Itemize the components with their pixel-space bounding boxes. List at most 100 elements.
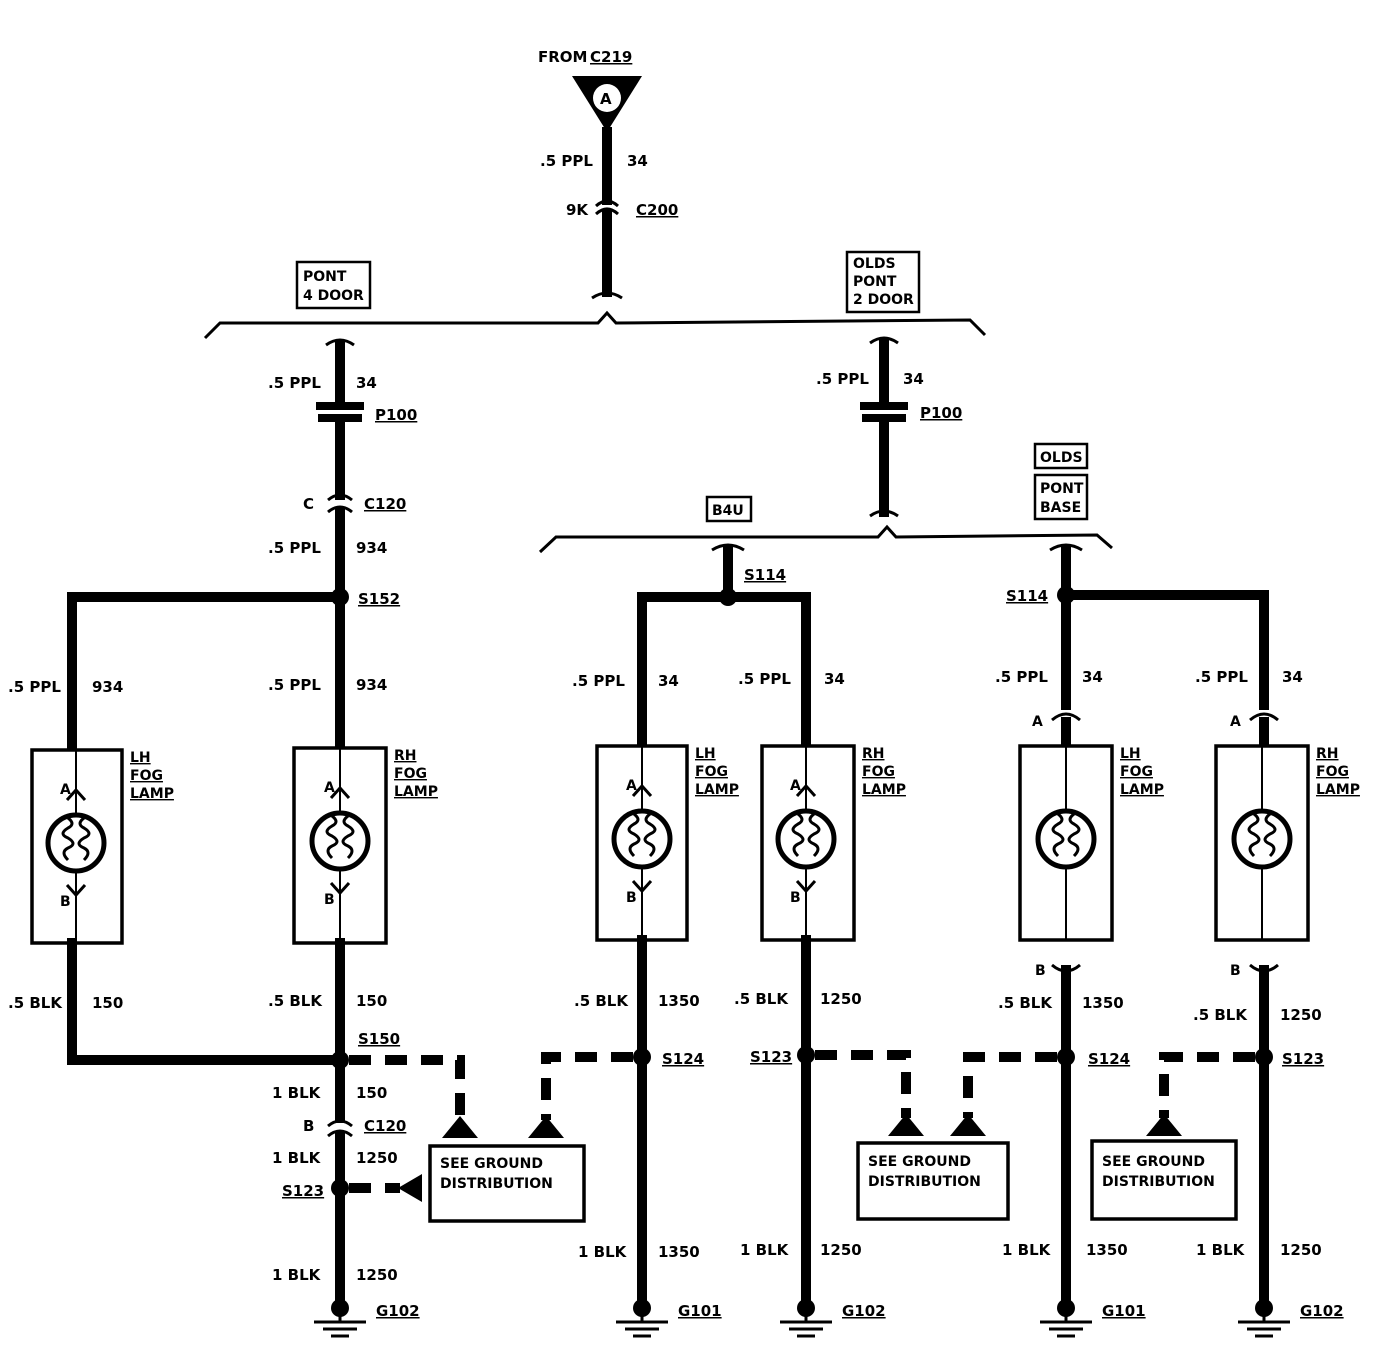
opt-right-2: PONT xyxy=(853,274,897,290)
wire-label-w7b: 34 xyxy=(824,670,845,688)
wire-label-g13b: 1250 xyxy=(1280,1241,1322,1259)
connector-pin-label: B xyxy=(1230,963,1241,979)
wire-label-g1b: 150 xyxy=(92,994,123,1012)
lamp-name-line: FOG xyxy=(394,766,427,782)
wire-label-g1a: .5 BLK xyxy=(8,994,63,1012)
s152-splice xyxy=(331,588,349,606)
wire-label-g11b: 1350 xyxy=(1086,1241,1128,1259)
pin-b-label: B xyxy=(324,892,335,908)
lamp-name-line: RH xyxy=(394,748,417,764)
s114-splice-olds xyxy=(1057,586,1075,604)
ground-label: G102 xyxy=(376,1302,420,1320)
wire-label-g6a: .5 BLK xyxy=(574,992,629,1010)
wire-label-w2a: .5 PPL xyxy=(268,539,321,557)
wire-label-g8a: .5 BLK xyxy=(734,990,789,1008)
wire-label-g10a: .5 BLK xyxy=(998,994,1053,1012)
s150-splice xyxy=(331,1051,349,1069)
lamp-name-line: LH xyxy=(695,746,716,762)
pin-b-label: B xyxy=(60,894,71,910)
wire-label-g10b: 1350 xyxy=(1082,994,1124,1012)
wire-label-g4b: 1250 xyxy=(356,1149,398,1167)
s123-splice-left xyxy=(331,1179,349,1197)
s124-splice-right xyxy=(1057,1048,1075,1066)
wire-label-s123c: S123 xyxy=(1282,1050,1324,1068)
ground-symbol-g102: G102 xyxy=(1238,1299,1344,1338)
s124-splice-mid xyxy=(633,1048,651,1066)
lamp-name-line: LAMP xyxy=(1120,782,1164,798)
wire-label-g5b: 1250 xyxy=(356,1266,398,1284)
pin-a-label: A xyxy=(324,780,335,796)
lamp-name-line: FOG xyxy=(1316,764,1349,780)
wire-label-w9a: .5 PPL xyxy=(1195,668,1248,686)
wire-label-g2a: .5 BLK xyxy=(268,992,323,1010)
wire-label-w9b: 34 xyxy=(1282,668,1303,686)
wire-label-w5b: 34 xyxy=(903,370,924,388)
wire-label-c120d: C120 xyxy=(364,1117,406,1135)
lamp-name-line: RH xyxy=(1316,746,1339,762)
source-connector-c219: FROM C219 A xyxy=(538,48,642,132)
feed-size: .5 PPL xyxy=(540,152,593,170)
wire-label-s150: S150 xyxy=(358,1030,400,1048)
ground-label: G102 xyxy=(842,1302,886,1320)
svg-text:DISTRIBUTION: DISTRIBUTION xyxy=(1102,1174,1215,1190)
pin-b-label: B xyxy=(790,890,801,906)
s114-splice-b4u xyxy=(719,588,737,606)
wire-label-w3a: .5 PPL xyxy=(8,678,61,696)
wire-label-w8b: 34 xyxy=(1082,668,1103,686)
wire-label-c120c: B xyxy=(303,1117,314,1135)
wire-label-s124b: S124 xyxy=(1088,1050,1130,1068)
opt-left-1: PONT xyxy=(303,269,347,285)
wire-label-g11a: 1 BLK xyxy=(1002,1241,1052,1259)
pin-a-label: A xyxy=(626,778,637,794)
svg-text:DISTRIBUTION: DISTRIBUTION xyxy=(440,1176,553,1192)
connector-pin-label: A xyxy=(1230,714,1241,730)
option-b4u: B4U xyxy=(705,495,753,523)
wire-label-w2b: 934 xyxy=(356,539,387,557)
wire-label-s123a: S123 xyxy=(282,1182,324,1200)
ground-symbol-g102: G102 xyxy=(780,1299,886,1338)
svg-text:SEE GROUND: SEE GROUND xyxy=(440,1156,543,1172)
lamp-name-line: LAMP xyxy=(862,782,906,798)
wire-label-w8a: .5 PPL xyxy=(995,668,1048,686)
ground-symbol-g101: G101 xyxy=(616,1299,722,1338)
wire-label-g3b: 150 xyxy=(356,1084,387,1102)
wire-label-g9a: 1 BLK xyxy=(740,1241,790,1259)
ground-distribution-box-2: SEE GROUND DISTRIBUTION xyxy=(856,1141,1010,1221)
wire-label-g5a: 1 BLK xyxy=(272,1266,322,1284)
svg-text:SEE GROUND: SEE GROUND xyxy=(1102,1154,1205,1170)
opt-right-1: OLDS xyxy=(853,256,896,272)
lamp-name-line: FOG xyxy=(695,764,728,780)
wire-label-w4b: 934 xyxy=(356,676,387,694)
opt-right-3: 2 DOOR xyxy=(853,292,914,308)
option-olds: OLDS xyxy=(1033,442,1089,470)
wire-label-s114a: S114 xyxy=(744,566,786,584)
wire-label-s152: S152 xyxy=(358,590,400,608)
wire-label-w6b: 34 xyxy=(658,672,679,690)
feed-c200: C200 xyxy=(636,201,678,219)
opt-left-2: 4 DOOR xyxy=(303,288,364,304)
ground-label: G101 xyxy=(1102,1302,1146,1320)
pin-b-label: B xyxy=(626,890,637,906)
wire-label-w1a: .5 PPL xyxy=(268,374,321,392)
wire-label-c120a: C xyxy=(303,495,314,513)
feed-circuit: 34 xyxy=(627,152,648,170)
option-pont-4door: PONT 4 DOOR xyxy=(295,260,372,310)
wire-label-g6b: 1350 xyxy=(658,992,700,1010)
ground-symbol-g101: G101 xyxy=(1040,1299,1146,1338)
svg-text:OLDS: OLDS xyxy=(1040,450,1083,466)
wire-label-g8b: 1250 xyxy=(820,990,862,1008)
wire-label-s123b: S123 xyxy=(750,1048,792,1066)
wire-label-c120b: C120 xyxy=(364,495,406,513)
svg-text:PONT: PONT xyxy=(1040,481,1084,497)
ground-label: G102 xyxy=(1300,1302,1344,1320)
wire-label-w7a: .5 PPL xyxy=(738,670,791,688)
wire-label-g4a: 1 BLK xyxy=(272,1149,322,1167)
lamp-name-line: FOG xyxy=(130,768,163,784)
wire-label-g9b: 1250 xyxy=(820,1241,862,1259)
option-olds-pont-2door: OLDS PONT 2 DOOR xyxy=(845,250,921,314)
